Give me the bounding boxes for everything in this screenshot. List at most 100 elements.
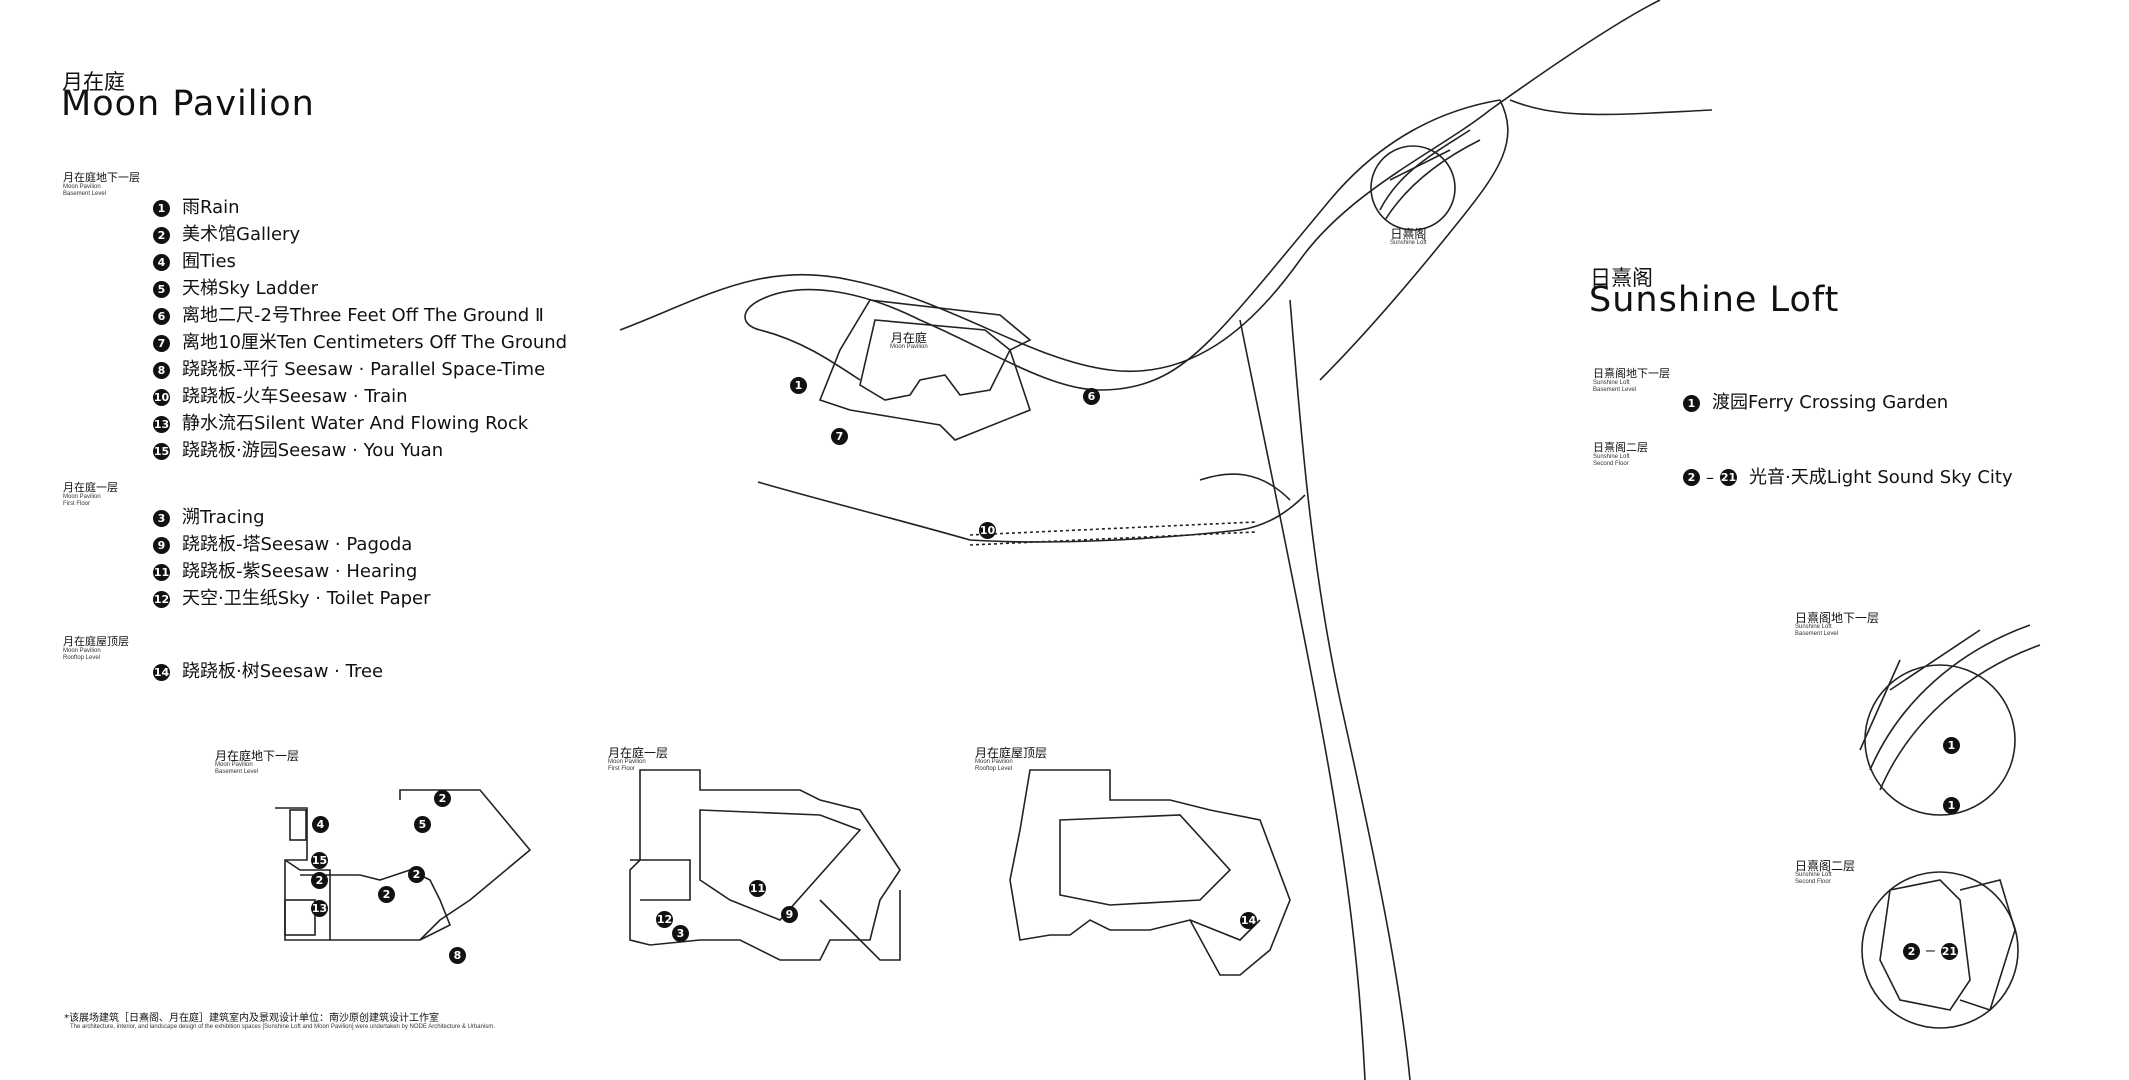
map-marker[interactable]: 10 [979,522,996,539]
plan-first-label: 月在庭一层 Moon Pavilion First Floor [608,747,668,773]
footnote-en: The architecture, interior, and landscap… [70,1024,495,1030]
legend-number: 4 [153,253,170,271]
plan-marker[interactable]: 11 [749,880,766,897]
plan-marker: 2 [1903,942,1920,960]
moon-title-en: Moon Pavilion [61,84,315,124]
legend-text: 跷跷板-紫Seesaw · Hearing [182,561,418,582]
plan-label-en: Sunshine Loft [1795,872,1832,878]
plan-label-en: Moon Pavilion [215,762,253,768]
plan-label-zh: 日熹阁二层 [1795,859,1856,873]
legend-number: 5 [153,280,170,298]
plan-sun-basement-label: 日熹阁地下一层 Sunshine Loft Basement Level [1795,612,1879,638]
map-moon-label: 月在庭 Moon Pavilion [890,332,928,351]
legend-item: 8 跷跷板-平行 Seesaw · Parallel Space-Time [153,361,545,379]
legend-text: 跷跷板·树Seesaw · Tree [182,661,384,682]
legend-number: 15 [153,442,170,460]
legend-text: 囿Ties [182,251,236,272]
legend-number: 11 [153,563,170,581]
plan-label-zh: 日熹阁地下一层 [1795,611,1880,625]
map-sun-label-zh: 日熹阁 [1390,227,1427,241]
plan-label-en: Basement Level [215,769,259,775]
legend-item: 4 囿Ties [153,253,236,271]
legend-item: 6 离地二尺-2号Three Feet Off The Ground Ⅱ [153,307,544,325]
map-moon-label-en: Moon Pavilion [890,344,928,350]
plan-label-zh: 月在庭一层 [608,746,669,760]
plan-marker[interactable]: 8 [449,947,466,964]
legend-number: 1 [153,199,170,217]
legend-text: 溯Tracing [182,507,265,528]
plan-label-en: First Floor [608,766,635,772]
map-moon-label-zh: 月在庭 [890,331,927,345]
map-marker[interactable]: 1 [790,377,807,394]
section-label-en: Moon Pavilion [63,184,101,190]
section-label-zh: 月在庭地下一层 [63,171,140,184]
legend-number: 21 [1720,469,1737,486]
legend-text: 天空·卫生纸Sky · Toilet Paper [182,588,431,609]
plan-label-zh: 月在庭地下一层 [215,749,300,763]
legend-text: 美术馆Gallery [182,224,301,245]
plan-marker[interactable]: 14 [1240,912,1257,929]
plan-marker[interactable]: 1 [1943,797,1960,814]
plan-marker[interactable]: 4 [312,816,329,833]
plan-basement-label: 月在庭地下一层 Moon Pavilion Basement Level [215,750,299,776]
map-sun-label: 日熹阁 Sunshine Loft [1390,228,1427,247]
legend-text: 雨Rain [182,197,240,218]
legend-item: 2 美术馆Gallery [153,226,300,244]
plan-label-en: Moon Pavilion [608,759,646,765]
legend-text: 跷跷板-火车Seesaw · Train [182,386,408,407]
legend-item: 1 雨Rain [153,199,240,217]
section-label-en: Rooftop Level [63,655,101,661]
plan-marker[interactable]: 15 [311,852,328,869]
legend-text: 离地二尺-2号Three Feet Off The Ground Ⅱ [182,305,544,326]
legend-number: 10 [153,388,170,406]
moon-section-basement-label: 月在庭地下一层 Moon Pavilion Basement Level [63,172,140,198]
legend-number: 8 [153,361,170,379]
sun-title-zh: 日熹阁 [1590,266,1653,290]
legend-text: 跷跷板-塔Seesaw · Pagoda [182,534,413,555]
map-sun-label-en: Sunshine Loft [1390,240,1427,246]
legend-text: 跷跷板-平行 Seesaw · Parallel Space-Time [182,359,546,380]
legend-number: 7 [153,334,170,352]
plan-marker[interactable]: 2 [378,886,395,903]
legend-number: 6 [153,307,170,325]
plan-marker[interactable]: 5 [414,816,431,833]
plan-marker[interactable]: 9 [781,906,798,923]
legend-text: 离地10厘米Ten Centimeters Off The Ground [182,332,568,353]
plan-marker[interactable]: 2 [408,866,425,883]
plan-marker[interactable]: 2 [311,872,328,889]
section-label-en: First Floor [63,501,90,507]
legend-number: 2 [1683,469,1700,486]
plan-marker[interactable]: 13 [311,900,328,917]
legend-number: 12 [153,590,170,608]
section-label-en: Second Floor [1593,461,1629,467]
legend-number: 1 [1683,394,1700,412]
range-dash: – [1926,942,1935,959]
footnote: *该展场建筑［日熹阁、月在庭］建筑室内及景观设计单位：南沙原创建筑设计工作室 T… [64,1009,495,1030]
map-marker[interactable]: 6 [1083,388,1100,405]
footnote-zh: *该展场建筑［日熹阁、月在庭］建筑室内及景观设计单位：南沙原创建筑设计工作室 [64,1013,439,1024]
plan-marker[interactable]: 1 [1943,737,1960,754]
legend-item: 7 离地10厘米Ten Centimeters Off The Ground [153,334,567,352]
legend-number: 2 [153,226,170,244]
plan-label-en: Basement Level [1795,631,1839,637]
plan-marker-range[interactable]: 2 – 21 [1903,942,1958,960]
moon-section-first-label: 月在庭一层 Moon Pavilion First Floor [63,482,118,508]
section-label-zh: 日熹阁二层 [1593,441,1648,454]
plan-label-en: Second Floor [1795,879,1831,885]
plan-label-en: Moon Pavilion [975,759,1013,765]
section-label-zh: 月在庭屋顶层 [63,635,129,648]
plan-marker[interactable]: 12 [656,911,673,928]
moon-section-rooftop-label: 月在庭屋顶层 Moon Pavilion Rooftop Level [63,636,129,662]
section-label-en: Basement Level [63,191,107,197]
plan-marker[interactable]: 3 [672,925,689,942]
plan-sun-second-label: 日熹阁二层 Sunshine Loft Second Floor [1795,860,1855,886]
map-marker[interactable]: 7 [831,428,848,445]
plan-marker[interactable]: 2 [434,790,451,807]
